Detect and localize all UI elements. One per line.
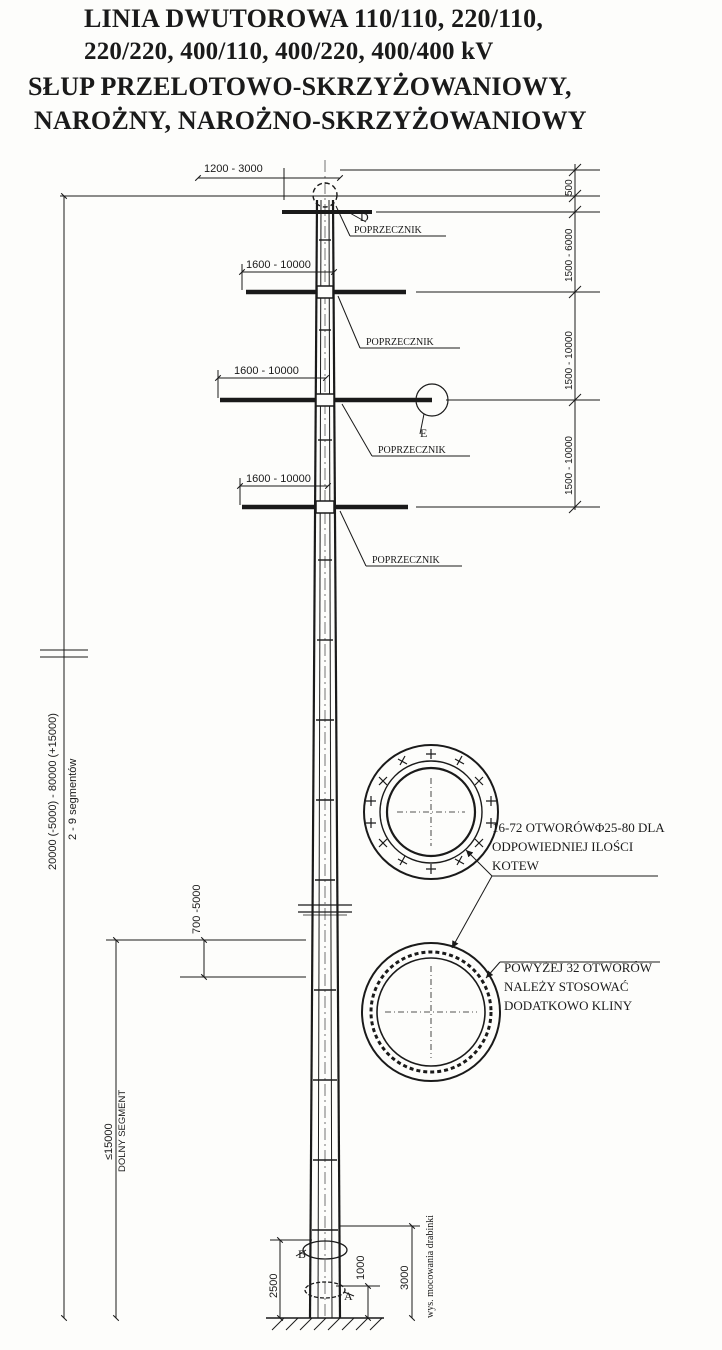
note-leaders xyxy=(451,849,660,979)
label-crossarm-3: POPRZECZNIK xyxy=(378,445,447,456)
bolt-note-line-3: DODATKOWO KLINY xyxy=(504,998,633,1013)
flange-note-line-3: KOTEW xyxy=(492,858,539,873)
dim-total-height xyxy=(40,192,88,1322)
dim-spacing-2: 1500 - 10000 xyxy=(564,331,575,390)
bolt-note-line-1: POWYŻEJ 32 OTWORÓW xyxy=(504,960,653,975)
label-crossarm-1: POPRZECZNIK xyxy=(354,225,423,236)
dim-base-2500: 2500 xyxy=(268,1274,280,1298)
ground-hatch xyxy=(271,1317,383,1331)
flange-detail xyxy=(363,744,499,880)
level-lines xyxy=(60,169,600,508)
dim-ladder-3000: 3000 xyxy=(399,1266,411,1290)
dim-spacing-3: 1500 - 10000 xyxy=(564,436,575,495)
dim-segments-text: 2 - 9 segmentów xyxy=(67,759,79,840)
flange-note-line-1: 16-72 OTWORÓWΦ25-80 DLA xyxy=(492,820,665,835)
title-line-4: NAROŻNY, NAROŻNO-SKRZYŻOWANIOWY xyxy=(34,106,587,135)
flange-note-line-2: ODPOWIEDNIEJ ILOŚCI xyxy=(492,839,634,854)
dim-ladder-label: wys. mocowania drabinki xyxy=(425,1215,436,1318)
dim-bottom-segment-label: DOLNY SEGMENT xyxy=(117,1090,128,1172)
bolt-note-line-2: NALEŻY STOSOWAĆ xyxy=(504,979,629,994)
dim-overlap xyxy=(180,936,306,981)
dim-top-height: 500 xyxy=(564,179,575,196)
dim-top-offset xyxy=(194,168,344,200)
dim-base-1000: 1000 xyxy=(355,1256,367,1280)
dim-overlap-text: 700 -5000 xyxy=(191,884,203,934)
flange-note: 16-72 OTWORÓWΦ25-80 DLA ODPOWIEDNIEJ ILO… xyxy=(492,818,665,875)
label-crossarm-4: POPRZECZNIK xyxy=(372,555,441,566)
title-line-2: 220/220, 400/110, 400/220, 400/400 kV xyxy=(84,38,494,65)
crossarms xyxy=(220,210,432,514)
label-detail-b: B xyxy=(298,1247,306,1261)
dim-bottom-segment-value: ≤15000 xyxy=(103,1123,115,1160)
dim-right-chain xyxy=(568,163,582,514)
bolt-ring-detail xyxy=(361,942,501,1082)
dim-bottom-segment xyxy=(106,936,180,1322)
detail-markers-top xyxy=(347,211,449,435)
dim-arm3-text: 1600 - 10000 xyxy=(246,473,311,485)
pole-shaft xyxy=(298,160,352,1319)
title-line-3: SŁUP PRZELOTOWO-SKRZYŻOWANIOWY, xyxy=(28,72,572,101)
dim-total-height-text: 20000 (-5000) - 80000 (+15000) xyxy=(47,713,59,870)
dim-top-offset-text: 1200 - 3000 xyxy=(204,163,263,175)
label-detail-a: A xyxy=(344,1289,353,1303)
base-details xyxy=(266,1222,420,1322)
label-detail-e: E xyxy=(420,426,427,440)
dim-spacing-1: 1500 - 6000 xyxy=(564,228,575,282)
dim-arm-widths xyxy=(214,264,338,505)
title-line-1: LINIA DWUTOROWA 110/110, 220/110, xyxy=(84,4,544,33)
label-detail-d: D xyxy=(360,210,369,224)
crossarm-leaders xyxy=(335,205,470,567)
dim-arm2-text: 1600 - 10000 xyxy=(234,365,299,377)
bolt-note: POWYŻEJ 32 OTWORÓW NALEŻY STOSOWAĆ DODAT… xyxy=(504,958,652,1015)
label-crossarm-2: POPRZECZNIK xyxy=(366,337,435,348)
dim-arm1-text: 1600 - 10000 xyxy=(246,259,311,271)
